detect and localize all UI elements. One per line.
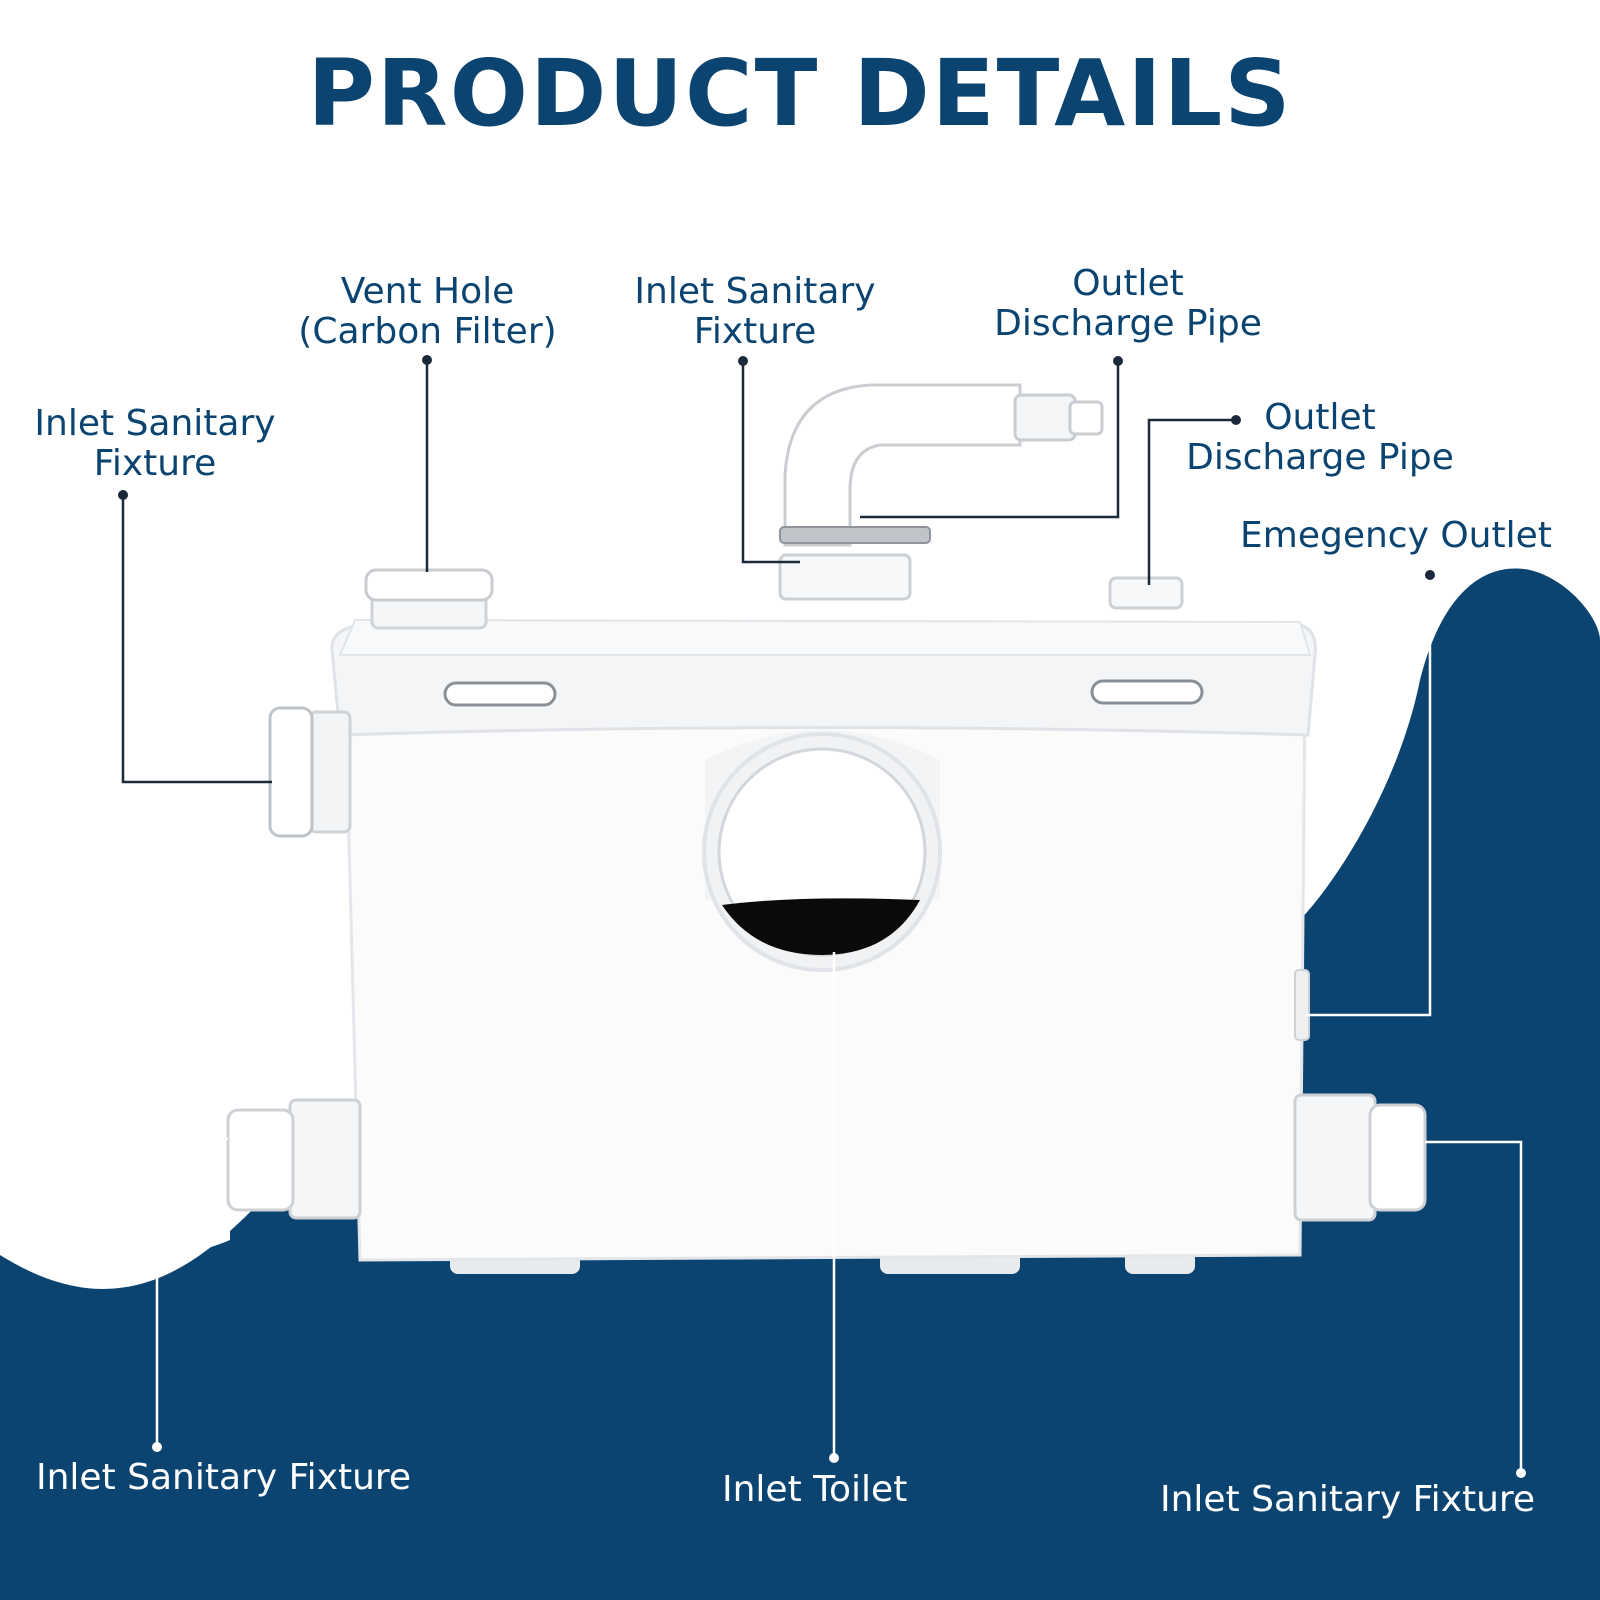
dot-inlet-toilet (829, 1453, 839, 1463)
macerator-pump (226, 383, 1427, 1274)
dot-inlet-bottom-left (152, 1442, 162, 1452)
label-inlet-toilet: Inlet Toilet (722, 1469, 908, 1510)
dot-outlet-top (1113, 356, 1123, 366)
callout-leaders-light (155, 575, 1523, 1473)
page-title: PRODUCT DETAILS (307, 40, 1293, 147)
white-wave-accent (0, 1130, 230, 1259)
leader-inlet-left-side (121, 495, 272, 784)
leader-inlet-bottom-left (155, 1137, 228, 1447)
dot-inlet-bottom-right (1516, 1468, 1526, 1478)
dot-inlet-left-side (118, 490, 128, 500)
leader-emergency-outlet (1305, 575, 1432, 1017)
dot-outlet-right (1231, 415, 1241, 425)
label-inlet-bottom-left: Inlet Sanitary Fixture (36, 1457, 412, 1498)
leader-outlet-right (1147, 418, 1236, 585)
callout-leaders-dark (121, 360, 1236, 784)
dot-vent-hole (422, 355, 432, 365)
leader-outlet-top (860, 361, 1120, 519)
leader-inlet-top (741, 361, 800, 564)
navy-wave-background (0, 568, 1600, 1600)
callout-dots-light (152, 570, 1526, 1478)
dot-inlet-top (738, 356, 748, 366)
callout-dots-dark (118, 355, 1241, 500)
label-inlet-bottom-right: Inlet Sanitary Fixture (1160, 1479, 1536, 1520)
leader-inlet-bottom-right (1425, 1140, 1523, 1473)
dot-emergency-outlet (1425, 570, 1435, 580)
label-vent-hole: Vent Hole(Carbon Filter) (298, 271, 557, 352)
label-emergency-outlet: Emegency Outlet (1240, 515, 1552, 556)
